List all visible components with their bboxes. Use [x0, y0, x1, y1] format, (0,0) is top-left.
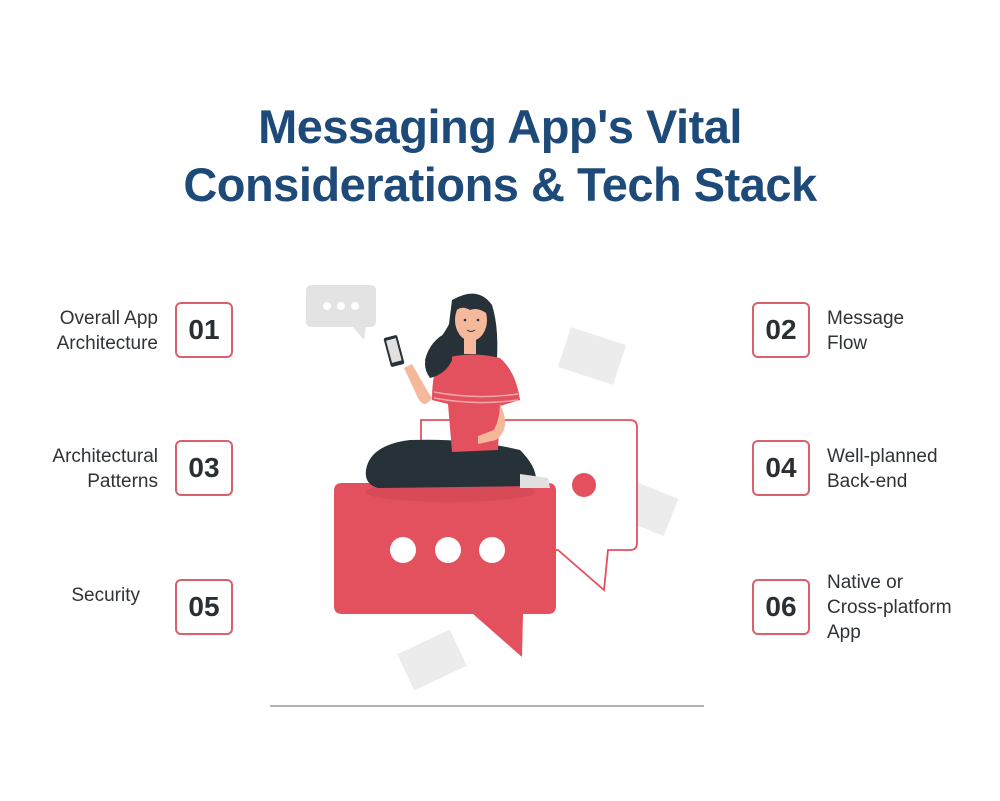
item-04-label-line1: Well-planned — [827, 446, 938, 467]
title-line-1: Messaging App's Vital — [258, 100, 742, 153]
item-04-label-line2: Back-end — [827, 471, 908, 492]
item-01-label-line1: Overall App — [59, 308, 158, 329]
grey-chat-bubble-icon — [306, 285, 376, 340]
item-06-label-line3: App — [827, 622, 861, 643]
item-06-label-line1: Native or — [827, 572, 904, 593]
item-03-label-line2: Patterns — [87, 471, 158, 492]
item-03-label-line1: Architectural — [52, 446, 158, 467]
item-06-number-badge: 06 — [752, 579, 810, 635]
item-06-label: Native or Cross-platform App — [827, 570, 952, 645]
item-04-number-badge: 04 — [752, 440, 810, 496]
item-02-label-line2: Flow — [827, 333, 868, 354]
item-05-label-line1: Security — [71, 585, 140, 606]
page-title: Messaging App's Vital Considerations & T… — [0, 98, 1000, 214]
item-01-label-line2: Architecture — [56, 333, 158, 354]
item-04-label: Well-planned Back-end — [827, 444, 938, 494]
floating-paper-icon — [397, 629, 467, 691]
item-01-number-badge: 01 — [175, 302, 233, 358]
woman-figure — [365, 293, 550, 488]
item-02-number-badge: 02 — [752, 302, 810, 358]
item-01-label: Overall App Architecture — [57, 306, 158, 356]
item-02-label-line1: Message — [827, 308, 905, 329]
item-03-label: Architectural Patterns — [52, 444, 158, 494]
item-02-label: Message Flow — [827, 306, 904, 356]
item-06-label-line2: Cross-platform — [827, 597, 952, 618]
item-05-number-badge: 05 — [175, 579, 233, 635]
red-chat-bubble-icon — [334, 482, 556, 657]
item-03-number-badge: 03 — [175, 440, 233, 496]
floating-paper-icon — [557, 327, 627, 385]
item-05-label: Security — [71, 583, 140, 608]
title-line-2: Considerations & Tech Stack — [183, 158, 817, 211]
